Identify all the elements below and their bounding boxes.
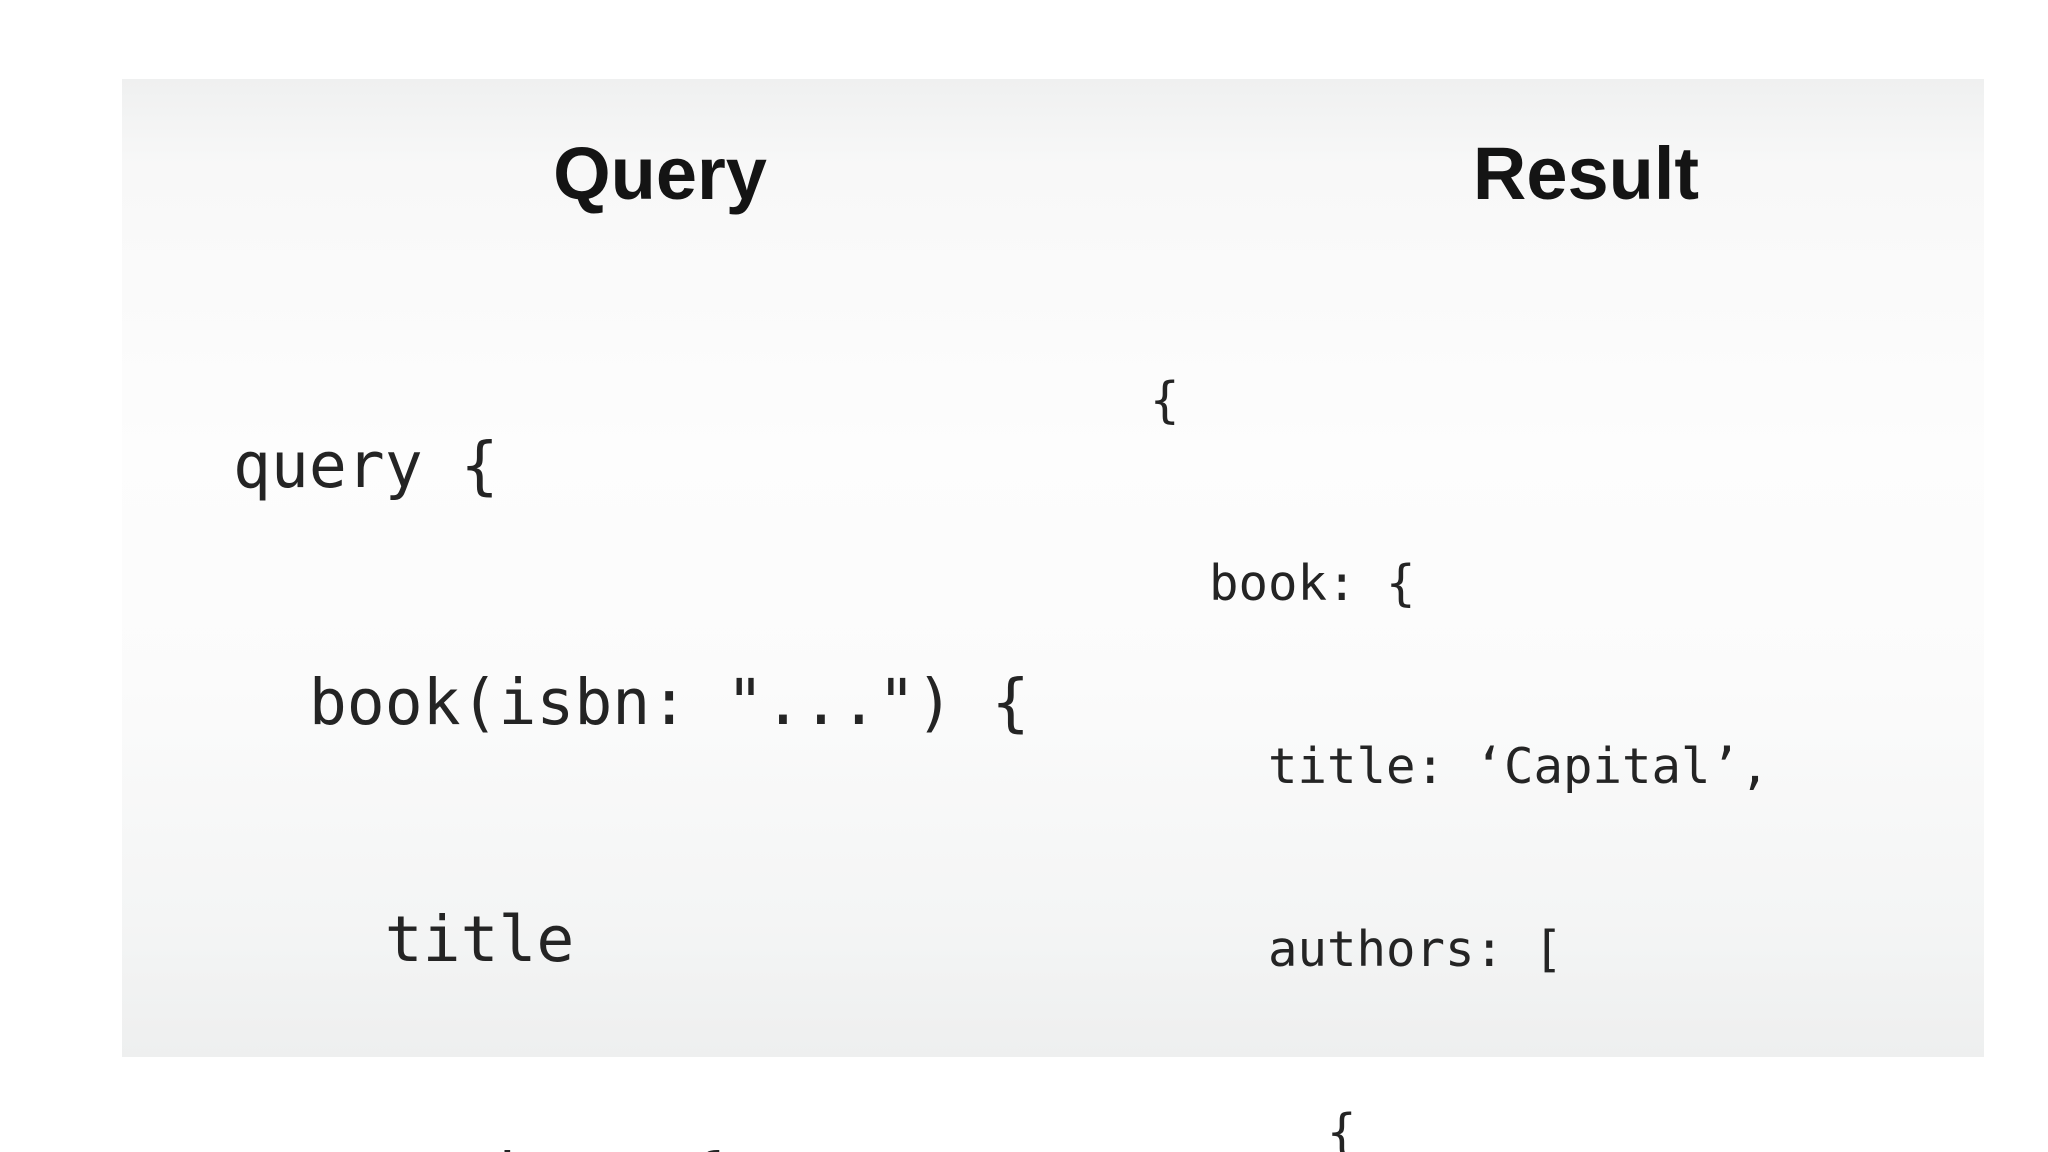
- code-line: title: [233, 903, 575, 976]
- query-panel-title: Query: [553, 132, 767, 215]
- code-line: authors: [: [1150, 921, 1564, 978]
- code-line: book(isbn: "...") {: [233, 666, 1030, 739]
- result-code-block: { book: { title: ‘Capital’, authors: [ {…: [1150, 248, 1829, 1152]
- code-line: {: [1150, 372, 1180, 429]
- code-line: authors {: [233, 1137, 1030, 1152]
- code-line: book: {: [1150, 555, 1416, 612]
- code-line: {: [1150, 1104, 1357, 1152]
- code-line: query {: [233, 429, 499, 502]
- query-code-block: query { book(isbn: "...") { title author…: [233, 268, 1030, 1152]
- code-line: title: ‘Capital’,: [1150, 738, 1770, 795]
- result-panel-title: Result: [1472, 132, 1700, 215]
- slide-background-panel: [122, 79, 1984, 1057]
